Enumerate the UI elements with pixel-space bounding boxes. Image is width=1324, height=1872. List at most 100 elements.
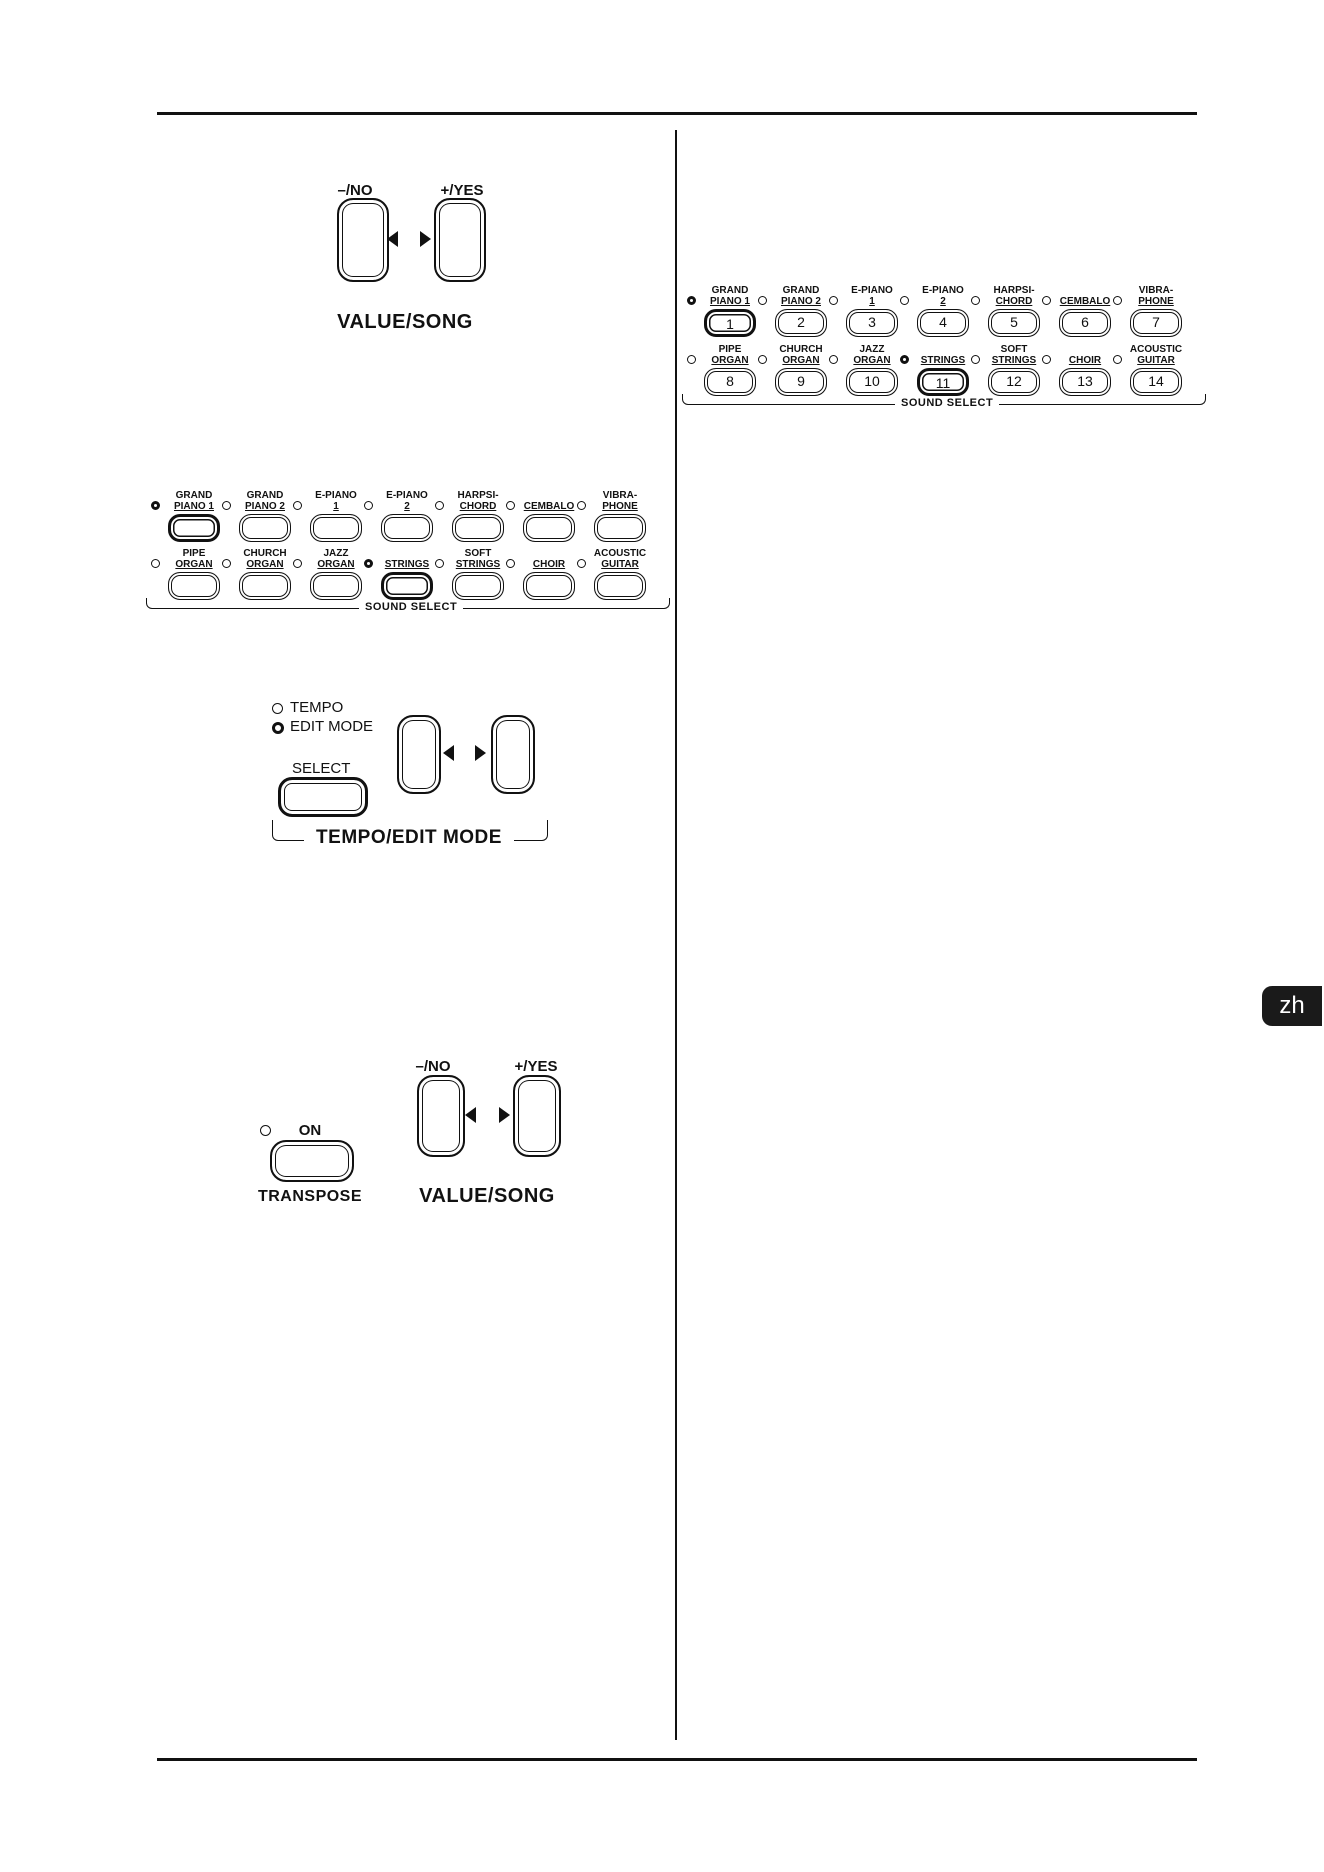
- sound-name-line2: PIANO 1: [709, 296, 750, 307]
- sound-number: 2: [797, 314, 805, 330]
- sound-button[interactable]: 14: [1130, 368, 1182, 396]
- language-tab[interactable]: zh: [1262, 986, 1322, 1026]
- sound-button[interactable]: [452, 514, 504, 542]
- sound-button[interactable]: [239, 514, 291, 542]
- sound-name-line1: CHURCH: [779, 344, 823, 355]
- transpose-on-button[interactable]: [270, 1140, 354, 1182]
- sound-button[interactable]: 4: [917, 309, 969, 337]
- sound-name-line1: GRAND: [782, 285, 820, 296]
- sound-number: 12: [1006, 373, 1022, 389]
- plus-yes-label: +/YES: [514, 1058, 558, 1075]
- sound-name-line1: HARPSI-: [457, 490, 499, 501]
- sound-name-line1: E-PIANO: [851, 285, 893, 296]
- left-arrow-icon: [387, 231, 398, 247]
- sound-button[interactable]: [523, 572, 575, 600]
- sound-name-line2: 1: [333, 501, 339, 512]
- sound-name-line2: PIANO 2: [244, 501, 285, 512]
- value-song-title: VALUE/SONG: [337, 311, 473, 333]
- tempo-down-button[interactable]: [397, 715, 441, 794]
- minus-no-button[interactable]: [337, 198, 389, 282]
- sound-button[interactable]: 10: [846, 368, 898, 396]
- sound-name-line1: [514, 490, 584, 501]
- sound-led: [151, 559, 160, 568]
- sound-led: [293, 501, 302, 510]
- sound-led: [506, 559, 515, 568]
- sound-name-line2: PHONE: [1138, 296, 1174, 307]
- sound-name-line1: CHURCH: [243, 548, 287, 559]
- sound-name-line2: ORGAN: [711, 355, 749, 366]
- sound-name-line2: STRINGS: [455, 559, 501, 570]
- sound-button[interactable]: [310, 514, 362, 542]
- sound-button[interactable]: 2: [775, 309, 827, 337]
- tempo-up-button[interactable]: [491, 715, 535, 794]
- sound-button[interactable]: [523, 514, 575, 542]
- sound-button[interactable]: [168, 572, 220, 600]
- sound-button[interactable]: 7: [1130, 309, 1182, 337]
- sound-button[interactable]: 3: [846, 309, 898, 337]
- sound-name-line2: 2: [404, 501, 410, 512]
- sound-name-line1: E-PIANO: [315, 490, 357, 501]
- sound-name-label: VIBRA-PHONE: [585, 490, 655, 512]
- sound-led: [687, 355, 696, 364]
- sound-name-label: CEMBALO: [514, 490, 584, 512]
- sound-name-line1: GRAND: [711, 285, 749, 296]
- sound-button[interactable]: 1: [704, 309, 756, 337]
- sound-name-line1: JAZZ: [323, 548, 349, 559]
- sound-name-line2: CHORD: [459, 501, 497, 512]
- sound-button[interactable]: 6: [1059, 309, 1111, 337]
- sound-led: [506, 501, 515, 510]
- sound-select-title: SOUND SELECT: [359, 601, 464, 613]
- sound-select-title: SOUND SELECT: [895, 397, 1000, 409]
- minus-no-button[interactable]: [417, 1075, 465, 1157]
- tempo-label: TEMPO: [290, 699, 344, 716]
- sound-name-line1: [908, 344, 978, 355]
- sound-button[interactable]: [168, 514, 220, 542]
- sound-led: [293, 559, 302, 568]
- sound-led: [971, 355, 980, 364]
- sound-name-line2: GUITAR: [1137, 355, 1175, 366]
- sound-number: 4: [939, 314, 947, 330]
- sound-led: [577, 559, 586, 568]
- sound-led: [1042, 296, 1051, 305]
- sound-button[interactable]: 13: [1059, 368, 1111, 396]
- sound-name-line1: JAZZ: [859, 344, 885, 355]
- sound-button[interactable]: [594, 572, 646, 600]
- select-button[interactable]: [278, 777, 368, 817]
- plus-yes-button[interactable]: [513, 1075, 561, 1157]
- sound-led: [971, 296, 980, 305]
- sound-number: 6: [1081, 314, 1089, 330]
- sound-button[interactable]: 8: [704, 368, 756, 396]
- sound-led: [151, 501, 160, 510]
- sound-button[interactable]: [239, 572, 291, 600]
- sound-button[interactable]: [594, 514, 646, 542]
- sound-button[interactable]: [310, 572, 362, 600]
- sound-button[interactable]: [381, 514, 433, 542]
- sound-button[interactable]: [452, 572, 504, 600]
- sound-name-line2: STRINGS: [991, 355, 1037, 366]
- select-label: SELECT: [292, 760, 351, 777]
- sound-name-line2: ORGAN: [853, 355, 891, 366]
- plus-yes-button[interactable]: [434, 198, 486, 282]
- sound-led: [222, 501, 231, 510]
- sound-name-line1: PIPE: [718, 344, 742, 355]
- sound-name-line1: E-PIANO: [386, 490, 428, 501]
- sound-button[interactable]: 12: [988, 368, 1040, 396]
- sound-button[interactable]: 5: [988, 309, 1040, 337]
- sound-name-line2: GUITAR: [601, 559, 639, 570]
- sound-button[interactable]: [381, 572, 433, 600]
- sound-button[interactable]: 11: [917, 368, 969, 396]
- sound-name-label: CHOIR: [1050, 344, 1120, 366]
- sound-led: [829, 355, 838, 364]
- minus-no-label: –/NO: [337, 182, 373, 199]
- right-arrow-icon: [420, 231, 431, 247]
- sound-button[interactable]: 9: [775, 368, 827, 396]
